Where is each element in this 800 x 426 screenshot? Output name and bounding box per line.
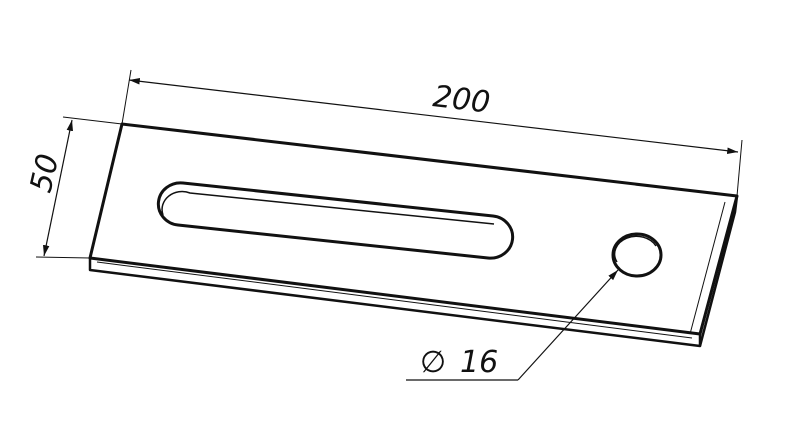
width-dimension-label: 50 [24, 151, 67, 196]
slot-inner-wall [161, 190, 495, 225]
slot [156, 181, 515, 260]
slot-outline [156, 181, 515, 260]
plate [88, 122, 739, 348]
length-extension-left [121, 69, 132, 125]
width-dimension-line [43, 119, 73, 257]
length-dimension-label: 200 [431, 79, 492, 120]
leader-line [517, 269, 619, 381]
hole-leader [406, 269, 619, 381]
hole-diameter-label: 16 [460, 345, 498, 380]
width-dimension [35, 116, 123, 259]
plate-front-edge [88, 258, 702, 348]
length-dimension-line [128, 78, 739, 154]
width-extension-top [62, 116, 123, 125]
diameter-symbol: ∅ [420, 345, 446, 380]
length-extension-right [736, 139, 743, 197]
width-extension-bottom [35, 256, 91, 259]
hole [611, 232, 663, 278]
length-dimension [121, 69, 743, 197]
plate-right-edge [698, 195, 739, 347]
hole-outline [611, 232, 663, 278]
